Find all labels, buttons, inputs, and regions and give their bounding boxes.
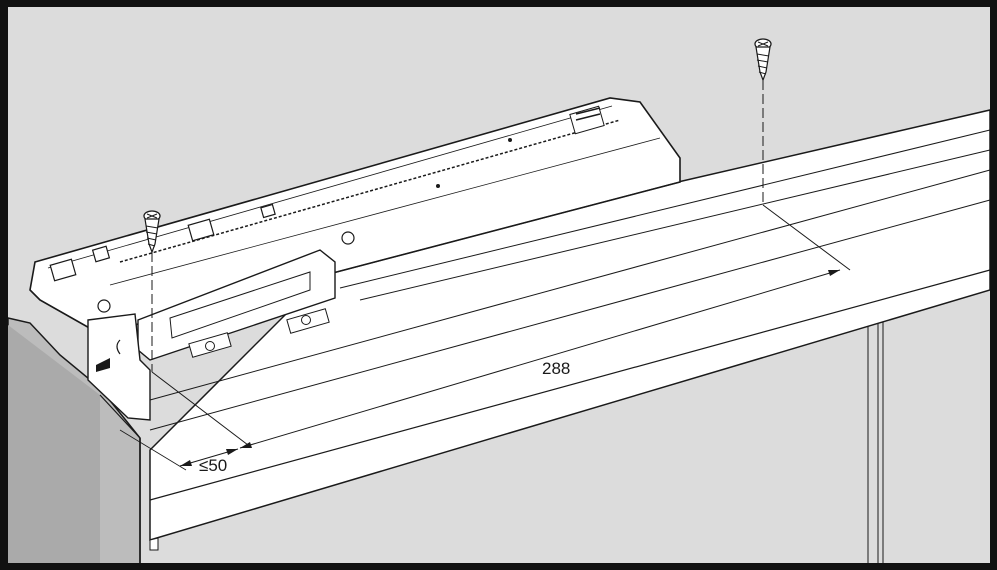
dimension-50 xyxy=(119,429,239,471)
dimension-288 xyxy=(151,204,851,449)
cabinet-side-panel xyxy=(7,317,141,570)
cabinet-front-panel xyxy=(867,320,884,570)
dimension-label-50: ≤50 xyxy=(199,456,227,475)
dimension-label-288: 288 xyxy=(542,359,570,378)
damper-unit xyxy=(87,249,336,421)
mounting-plate xyxy=(29,97,681,335)
screw-right xyxy=(754,38,772,82)
screw-left xyxy=(143,210,161,254)
